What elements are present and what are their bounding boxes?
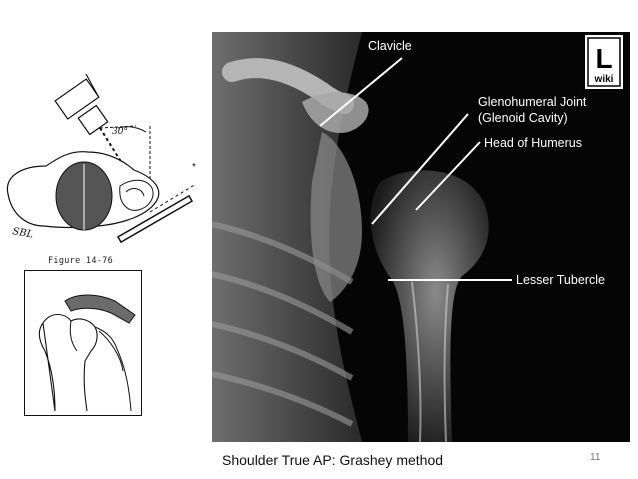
label-head-of-humerus: Head of Humerus xyxy=(484,136,582,150)
humeral-head-outline xyxy=(38,313,98,412)
svg-text:wiki: wiki xyxy=(594,74,614,85)
slide-number: 11 xyxy=(590,452,601,463)
label-lesser-tubercle: Lesser Tubercle xyxy=(516,273,605,287)
side-marker: SBL xyxy=(11,226,34,241)
positioning-diagram: 30° * SBL xyxy=(6,73,197,244)
shoulder-drawing xyxy=(24,270,142,416)
svg-text:L: L xyxy=(595,43,612,74)
label-glenohumeral-joint: Glenohumeral Joint xyxy=(478,95,587,109)
glenoid-shape xyxy=(64,294,136,324)
angle-label: 30° xyxy=(112,127,128,137)
figure-caption: Figure 14-76 xyxy=(48,256,114,266)
label-pointers xyxy=(319,57,512,281)
lwiki-logo: L wiki xyxy=(583,33,625,91)
slide-caption: Shoulder True AP: Grashey method xyxy=(222,452,444,468)
cassette xyxy=(116,194,194,244)
xray-tube-icon xyxy=(54,73,109,136)
label-glenoid-cavity: (Glenoid Cavity) xyxy=(478,111,568,125)
label-clavicle: Clavicle xyxy=(368,39,412,53)
xray-image: L wiki Clavicle Glenohumeral Joint (Glen… xyxy=(212,32,630,442)
humerus-bone xyxy=(370,170,489,442)
asterisk-marker: * xyxy=(192,162,196,173)
